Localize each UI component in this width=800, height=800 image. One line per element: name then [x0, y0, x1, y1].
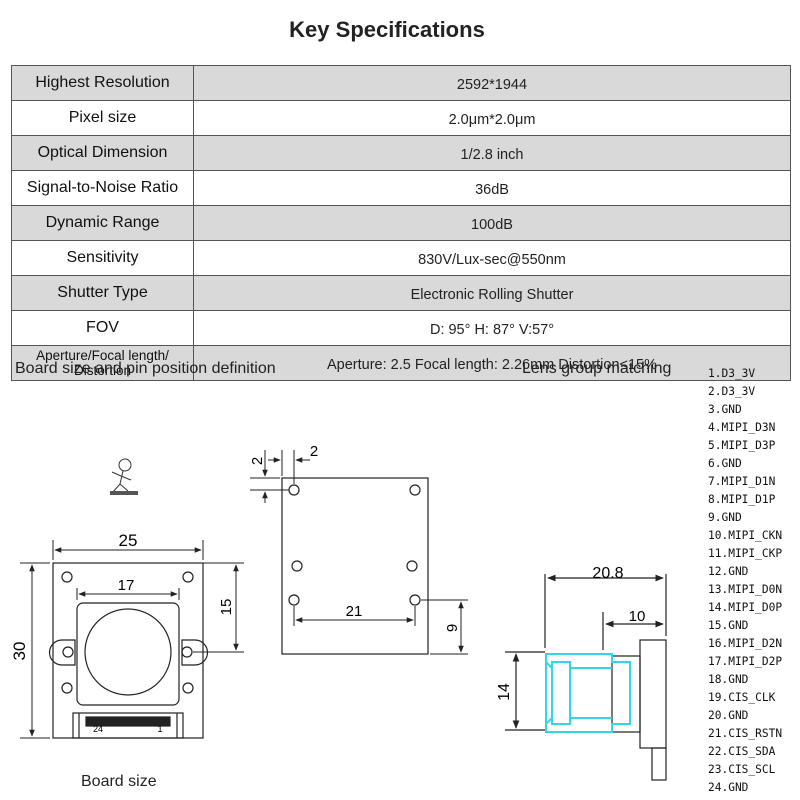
- spec-row: Aperture/Focal length/ Distortion Apertu…: [11, 345, 791, 381]
- spec-row: Highest Resolution 2592*1944: [11, 65, 791, 101]
- pin-item: 20.GND: [708, 709, 749, 722]
- pin-item: 22.CIS_SDA: [708, 745, 776, 758]
- dim-lens-diameter: 14: [496, 683, 513, 701]
- spec-label: Optical Dimension: [11, 135, 194, 171]
- pin-item: 3.GND: [708, 403, 742, 416]
- pin-item: 17.MIPI_D2P: [708, 655, 783, 668]
- pin-item: 23.CIS_SCL: [708, 763, 776, 776]
- spec-row: Signal-to-Noise Ratio 36dB: [11, 170, 791, 206]
- spec-label: Shutter Type: [11, 275, 194, 311]
- spec-value: Electronic Rolling Shutter: [193, 275, 791, 311]
- pin-item: 4.MIPI_D3N: [708, 421, 776, 434]
- spec-row: Dynamic Range 100dB: [11, 205, 791, 241]
- spec-row: Pixel size 2.0μm*2.0μm: [11, 100, 791, 136]
- pin-item: 12.GND: [708, 565, 749, 578]
- spec-row: Optical Dimension 1/2.8 inch: [11, 135, 791, 171]
- dim-hole-top-offset: 2: [249, 457, 266, 465]
- logo-icon: [110, 458, 138, 495]
- spec-value: D: 95° H: 87° V:57°: [193, 310, 791, 346]
- pin-item: 1.D3_3V: [708, 367, 756, 380]
- pin-item: 21.CIS_RSTN: [708, 727, 783, 740]
- dim-hole-offset: 15: [218, 599, 235, 616]
- spec-value: Aperture: 2.5 Focal length: 2.26mm Disto…: [193, 345, 791, 381]
- pin-item: 19.CIS_CLK: [708, 691, 776, 704]
- connector-pin-24-label: 24: [93, 724, 103, 734]
- spec-value: 36dB: [193, 170, 791, 206]
- pin-item: 10.MIPI_CKN: [708, 529, 783, 542]
- pin-item: 18.GND: [708, 673, 749, 686]
- pin-item: 24.GND: [708, 781, 749, 794]
- pin-item: 15.GND: [708, 619, 749, 632]
- board-front-view: [48, 562, 209, 739]
- dim-hole-left-offset: 2: [310, 443, 318, 460]
- lens-barrel-outline: [545, 653, 631, 733]
- spec-row: Sensitivity 830V/Lux-sec@550nm: [11, 240, 791, 276]
- board-back-view: [281, 477, 429, 655]
- spec-label: Signal-to-Noise Ratio: [11, 170, 194, 206]
- pin-item: 2.D3_3V: [708, 385, 756, 398]
- back-dimension-lines: [250, 450, 468, 655]
- pin-list: 1.D3_3V 2.D3_3V 3.GND 4.MIPI_D3N 5.MIPI_…: [708, 365, 782, 797]
- connector-pin-1-label: 1: [157, 724, 162, 734]
- lens-side-view: [505, 574, 667, 781]
- dim-lens-total-length: 20.8: [592, 565, 623, 582]
- spec-value: 1/2.8 inch: [193, 135, 791, 171]
- pin-item: 8.MIPI_D1P: [708, 493, 776, 506]
- board-size-caption: Board size: [81, 773, 157, 790]
- spec-table: Highest Resolution 2592*1944 Pixel size …: [11, 65, 791, 381]
- dim-hole-bottom-offset: 9: [444, 624, 461, 632]
- pin-item: 5.MIPI_D3P: [708, 439, 776, 452]
- spec-row: Shutter Type Electronic Rolling Shutter: [11, 275, 791, 311]
- spec-value: 2.0μm*2.0μm: [193, 100, 791, 136]
- spec-value: 830V/Lux-sec@550nm: [193, 240, 791, 276]
- pin-item: 14.MIPI_D0P: [708, 601, 783, 614]
- dim-board-width: 25: [119, 531, 138, 550]
- spec-label: Dynamic Range: [11, 205, 194, 241]
- board-dimension-lines: [20, 540, 244, 739]
- board-heading: Board size and pin position definition: [15, 360, 276, 377]
- spec-row: FOV D: 95° H: 87° V:57°: [11, 310, 791, 346]
- pin-item: 13.MIPI_D0N: [708, 583, 783, 596]
- page-title: Key Specifications: [289, 17, 485, 42]
- dim-lens-body-length: 10: [629, 608, 646, 625]
- spec-value: 100dB: [193, 205, 791, 241]
- pin-item: 11.MIPI_CKP: [708, 547, 783, 560]
- spec-value: 2592*1944: [193, 65, 791, 101]
- lens-heading: Lens group matching: [522, 360, 672, 377]
- pin-item: 9.GND: [708, 511, 742, 524]
- pin-item: 7.MIPI_D1N: [708, 475, 776, 488]
- dim-hole-spacing: 21: [346, 603, 363, 620]
- spec-label: Highest Resolution: [11, 65, 194, 101]
- pin-item: 6.GND: [708, 457, 742, 470]
- pin-item: 16.MIPI_D2N: [708, 637, 783, 650]
- dim-lens-hole: 17: [118, 577, 135, 594]
- dim-board-height: 30: [10, 642, 29, 661]
- spec-label: Aperture/Focal length/ Distortion: [11, 345, 194, 381]
